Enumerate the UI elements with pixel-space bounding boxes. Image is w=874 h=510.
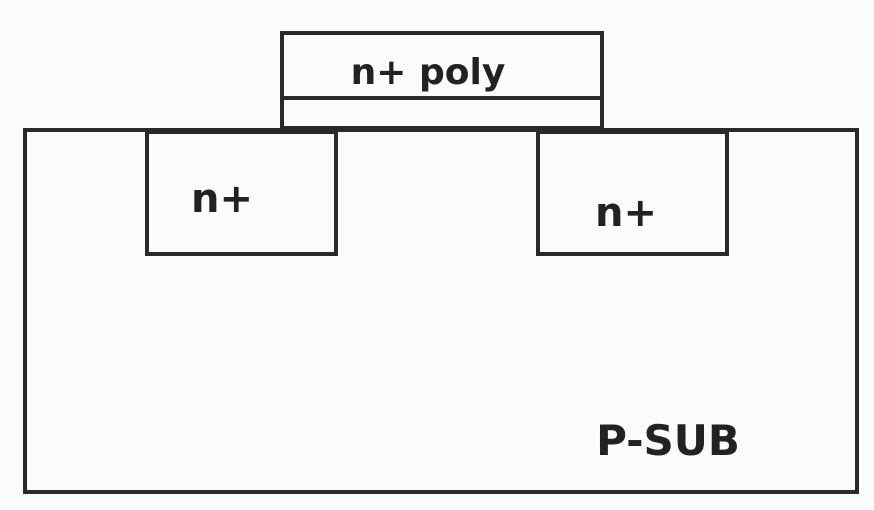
source-n-plus-region <box>145 130 338 256</box>
drain-n-plus-region <box>536 130 729 256</box>
gate-oxide-layer <box>280 96 604 130</box>
gate-label: n+ poly <box>351 52 506 93</box>
substrate-label: P-SUB <box>596 416 740 465</box>
gate-poly-region <box>280 31 604 100</box>
drain-label: n+ <box>595 190 657 236</box>
source-label: n+ <box>191 176 253 222</box>
